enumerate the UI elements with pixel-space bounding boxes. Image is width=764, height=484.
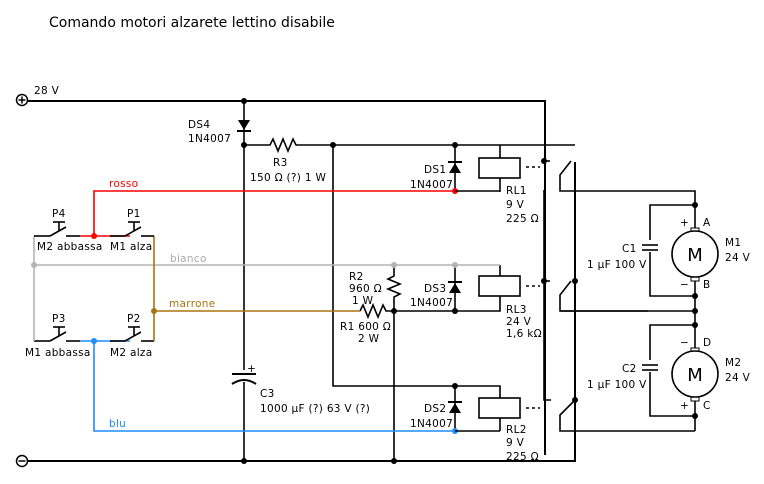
c3-value: 1000 µF (?) 63 V (?) [260,403,370,415]
m1-name: M1 [725,237,741,249]
p1-function: M1 alza [110,241,152,253]
supply-voltage-label: 28 V [34,85,60,97]
rl3-voltage: 24 V [506,316,532,328]
r2-name: R2 [349,271,364,283]
r1-power: 2 W [358,333,380,345]
rl1-voltage: 9 V [506,199,525,211]
r3-value: 150 Ω (?) 1 W [250,172,326,184]
rl1-name: RL1 [506,185,527,197]
rl3-name: RL3 [506,304,527,316]
m2-symbol: M [687,365,703,386]
p4-name: P4 [52,208,66,220]
relay-rl1-coil [478,157,521,179]
wire-marrone: marrone [151,236,360,326]
c2-value: 1 µF 100 V [587,379,647,391]
m2-name: M2 [725,357,741,369]
ds4-part: 1N4007 [188,133,231,145]
m1-term-bottom: B [703,279,711,291]
m1-voltage: 24 V [725,252,751,264]
p3-function: M1 abbassa [25,347,91,359]
motor-m1-icon [671,230,719,278]
motor-m2-icon [671,350,719,398]
r1-name: R1 600 Ω [340,321,391,333]
m1-pol-bottom: − [680,279,689,291]
relay-rl1-section: DS1 1N4007 RL1 9 V 225 Ω [410,142,540,225]
capacitor-c3: + C3 1000 µF (?) 63 V (?) [230,363,370,464]
wire-bianco-label: bianco [170,253,207,265]
r2-power: 1 W [352,295,374,307]
ds4-name: DS4 [188,119,210,131]
pushbutton-p4[interactable]: P4 M2 abbassa [34,208,103,253]
ds3-name: DS3 [424,283,446,295]
m1-pol-top: + [680,217,689,229]
diagram-title: Comando motori alzarete lettino disabile [49,15,335,31]
motor-m2: M C2 1 µF 100 V − D + C M2 24 V [587,308,751,432]
resistor-r2: R2 960 Ω 1 W [349,265,403,464]
p3-name: P3 [52,313,66,325]
negative-rail [15,162,576,468]
wire-rosso-label: rosso [109,178,138,190]
resistor-r1: R1 600 Ω 2 W [340,302,394,345]
wire-bianco: bianco [31,236,500,326]
p1-name: P1 [127,208,141,220]
motor-m1: M C1 1 µF 100 V + A − B M1 24 V [560,190,751,312]
c1-value: 1 µF 100 V [587,259,647,271]
pushbutton-p2[interactable]: P2 M2 alza [110,313,155,359]
c3-name: C3 [260,388,275,400]
m1-symbol: M [687,245,703,266]
p2-function: M2 alza [110,347,152,359]
wire-blu-label: blu [109,418,126,430]
resistor-r3: R3 150 Ω (?) 1 W [244,136,575,184]
pushbutton-p1[interactable]: P1 M1 alza [110,208,154,253]
m2-voltage: 24 V [725,372,751,384]
m2-pol-top: − [680,337,689,349]
relay-rl3-coil [478,275,521,297]
rl2-voltage: 9 V [506,437,525,449]
relay-rl2-coil [478,397,521,419]
positive-rail: 28 V [15,85,546,455]
c1-name: C1 [622,243,637,255]
rl3-resistance: 1,6 kΩ [506,328,542,340]
m1-term-top: A [703,217,711,229]
rl1-resistance: 225 Ω [506,213,539,225]
ds3-part: 1N4007 [410,297,453,309]
r3-name: R3 [273,157,288,169]
m2-pol-bottom: + [680,400,689,412]
m2-term-top: D [703,337,711,349]
ds1-part: 1N4007 [410,179,453,191]
relay-rl2-section: DS2 1N4007 RL2 9 V 225 Ω [410,383,540,463]
rl2-resistance: 225 Ω [506,451,539,463]
wire-marrone-label: marrone [169,298,216,310]
ds2-name: DS2 [424,403,446,415]
relay-rl3-section: DS3 1N4007 RL3 24 V 1,6 kΩ [394,265,542,340]
pushbutton-p3[interactable]: P3 M1 abbassa [25,313,91,359]
rl2-name: RL2 [506,424,527,436]
ds2-part: 1N4007 [410,418,453,430]
ds1-name: DS1 [424,164,446,176]
wire-rosso: rosso [80,178,500,239]
p2-name: P2 [127,313,141,325]
m2-term-bottom: C [703,400,711,412]
c3-polarity: + [247,363,256,375]
diode-ds4: DS4 1N4007 [188,98,251,461]
r2-value: 960 Ω [349,283,382,295]
p4-function: M2 abbassa [37,241,103,253]
c2-name: C2 [622,363,637,375]
